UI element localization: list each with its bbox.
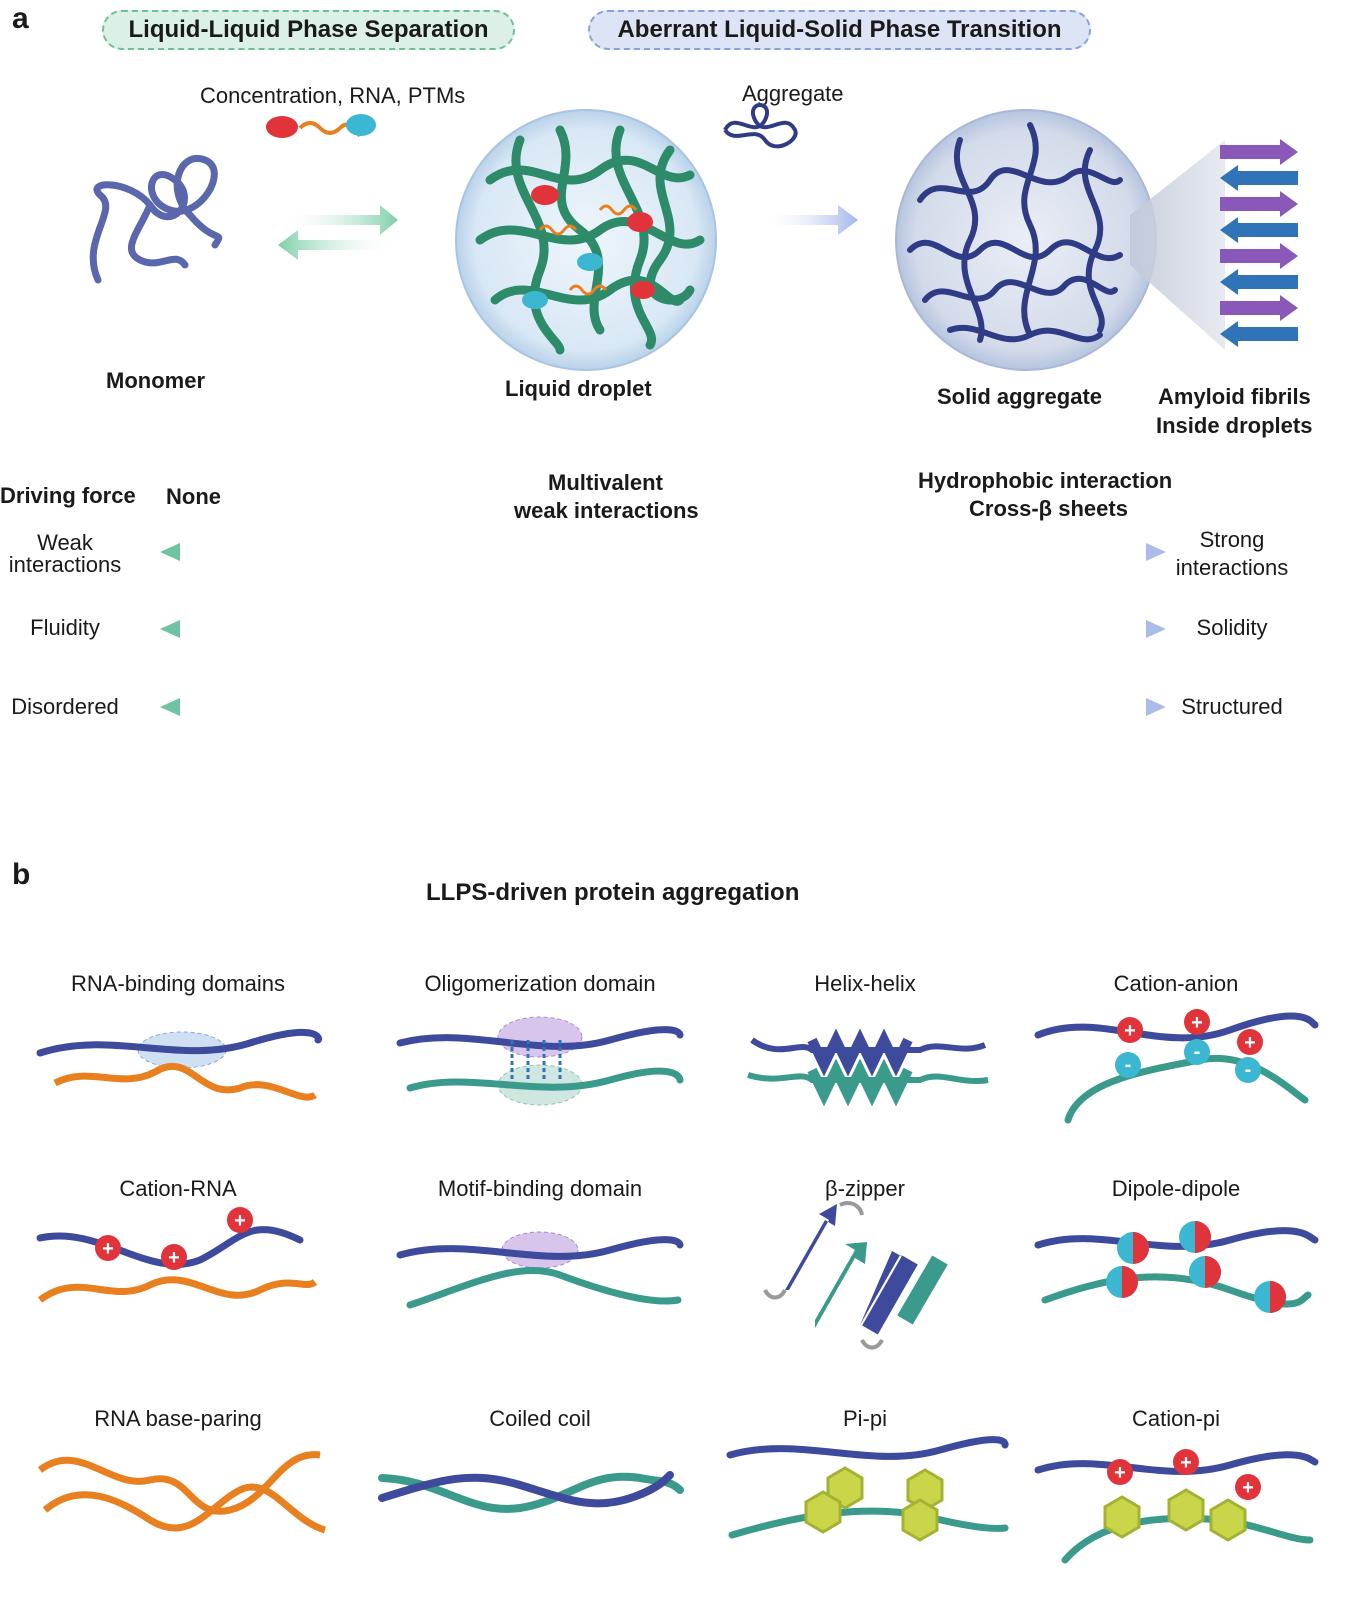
multivalent-line2: weak interactions: [514, 498, 699, 523]
droplet-red-ptm-icon: [631, 281, 655, 299]
lspt-pill: Aberrant Liquid-Solid Phase Transition: [588, 10, 1091, 50]
scale-left-disordered: Disordered: [11, 694, 119, 719]
amyloid-label-line1: Amyloid fibrils: [1158, 384, 1311, 409]
solid-chains: [907, 122, 1123, 343]
droplet-cyan-ptm-icon: [522, 291, 548, 309]
ptm-cyan-molecule-icon: [346, 114, 376, 136]
rna-binding-domains-icon: [36, 1028, 322, 1101]
none-label: None: [166, 484, 221, 509]
hydrophobic-line1: Hydrophobic interaction: [918, 468, 1173, 493]
hydrophobic-line2: Cross-β sheets: [969, 496, 1128, 521]
svg-text:+: +: [1242, 1477, 1254, 1499]
scale-left-fluidity: Fluidity: [30, 615, 100, 640]
panel-a-letter: a: [12, 2, 29, 35]
cell-title-pi-pi: Pi-pi: [842, 1406, 888, 1431]
amyloid-label-line2: Inside droplets: [1156, 413, 1313, 438]
aggregation-arrow: [760, 205, 858, 235]
scale-right-solidity: Solidity: [1196, 615, 1268, 640]
motif-binding-domain-icon: [396, 1231, 684, 1309]
cell-title-cation-pi: Cation-pi: [1131, 1406, 1221, 1431]
forward-arrow: [280, 205, 398, 235]
zoom-cone: [1130, 140, 1225, 350]
driving-force-label: Driving force: [0, 483, 136, 508]
droplet-rna: [538, 204, 638, 296]
cation-pi-icon: + + +: [1034, 1449, 1319, 1564]
backward-arrow: [278, 230, 398, 260]
ptm-red-molecule-icon: [266, 116, 298, 138]
cell-title-oligomerization: Oligomerization domain: [424, 971, 656, 996]
beta-zipper-icon: [763, 1201, 948, 1350]
cell-title-rna-base-paring: RNA base-paring: [94, 1406, 262, 1431]
cell-title-motif-binding: Motif-binding domain: [437, 1176, 643, 1201]
svg-text:+: +: [168, 1247, 180, 1269]
cell-title-cation-anion: Cation-anion: [1113, 971, 1239, 996]
svg-text:+: +: [234, 1210, 246, 1232]
scale-left-line2: interactions: [8, 552, 122, 577]
cation-rna-icon: + + +: [36, 1207, 318, 1303]
coiled-coil-icon: [378, 1471, 684, 1513]
svg-text:+: +: [1114, 1462, 1126, 1484]
solid-aggregate-label: Solid aggregate: [937, 384, 1103, 409]
monomer-chain: [89, 154, 223, 284]
helix-helix-icon: [747, 1028, 989, 1107]
cell-title-dipole-dipole: Dipole-dipole: [1111, 1176, 1241, 1201]
dipole-dipole-icon: [1034, 1221, 1319, 1313]
cation-anion-icon: + + + - - -: [1034, 1009, 1319, 1124]
panel-b-title: LLPS-driven protein aggregation: [426, 879, 800, 906]
droplet-red-ptm-icon: [531, 185, 559, 205]
cell-title-beta-zipper: β-zipper: [825, 1176, 905, 1201]
cell-title-cation-rna: Cation-RNA: [119, 1176, 237, 1201]
scale-right-line1: Strong: [1199, 527, 1265, 552]
svg-text:-: -: [1125, 1054, 1132, 1076]
monomer-label: Monomer: [106, 368, 205, 393]
cell-title-coiled-coil: Coiled coil: [489, 1406, 591, 1431]
scale-arrow-fluidity: [160, 620, 1166, 638]
svg-text:+: +: [1124, 1020, 1136, 1042]
scale-arrow-interactions: [160, 543, 1166, 561]
droplet-cyan-ptm-icon: [577, 253, 603, 271]
panel-b-letter: b: [12, 858, 31, 891]
svg-text:+: +: [1244, 1032, 1256, 1054]
svg-text:+: +: [1191, 1012, 1203, 1034]
multivalent-line1: Multivalent: [548, 470, 663, 495]
scale-arrow-order: [160, 698, 1166, 716]
scale-right-line2: interactions: [1175, 555, 1289, 580]
cell-title-rna-binding: RNA-binding domains: [71, 971, 285, 996]
svg-text:+: +: [102, 1238, 114, 1260]
svg-text:-: -: [1245, 1059, 1252, 1081]
amyloid-fibrils-icon: [1220, 139, 1298, 347]
droplet-chains: [475, 125, 705, 355]
oligomerization-domain-icon: [396, 1016, 684, 1106]
svg-text:-: -: [1194, 1041, 1201, 1063]
cell-title-helix-helix: Helix-helix: [814, 971, 916, 996]
scale-right-structured: Structured: [1181, 694, 1283, 719]
droplet-red-ptm-icon: [627, 212, 653, 232]
aggregate-label: Aggregate: [742, 81, 844, 106]
scale-left-line1: Weak: [37, 530, 93, 555]
aggregate-tangle-icon: [723, 103, 798, 149]
rna-base-paring-icon: [37, 1451, 327, 1534]
conditions-label: Concentration, RNA, PTMs: [200, 83, 466, 108]
pi-pi-icon: [726, 1436, 1009, 1542]
liquid-droplet-label: Liquid droplet: [505, 376, 652, 401]
svg-text:+: +: [1180, 1452, 1192, 1474]
llps-pill: Liquid-Liquid Phase Separation: [102, 10, 515, 50]
